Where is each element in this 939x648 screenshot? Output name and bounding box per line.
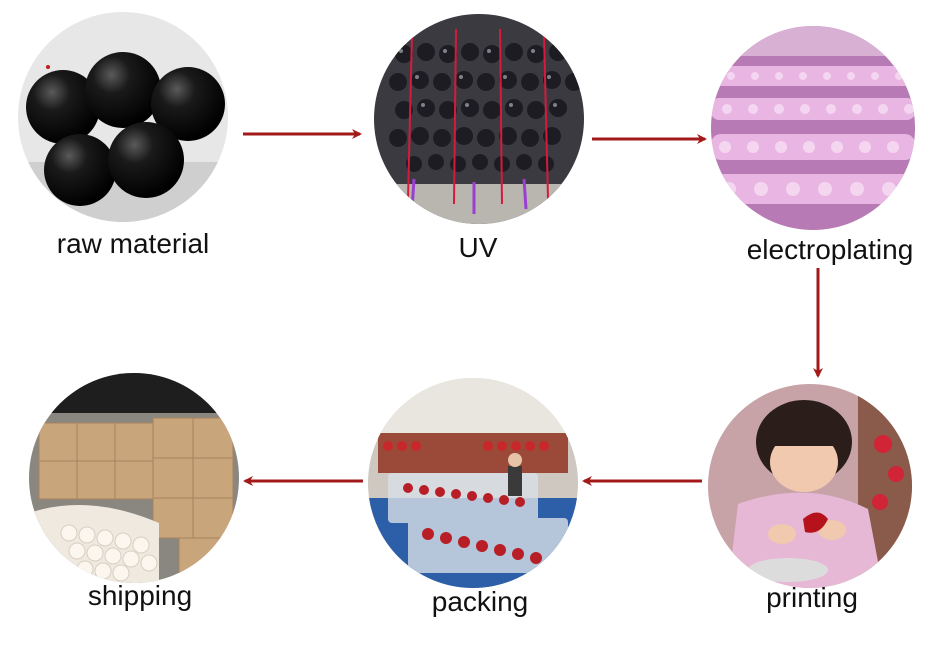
raw-material-photo bbox=[18, 12, 228, 222]
packing-photo bbox=[368, 378, 578, 588]
step-label-uv: UV bbox=[458, 232, 498, 263]
printing-photo bbox=[708, 384, 912, 588]
step-label-raw-material: raw material bbox=[56, 228, 210, 259]
uv-photo bbox=[374, 14, 584, 224]
step-label-shipping: shipping bbox=[87, 580, 193, 611]
shipping-photo bbox=[29, 373, 239, 583]
step-label-printing: printing bbox=[766, 582, 858, 613]
step-label-packing: packing bbox=[431, 586, 529, 617]
step-label-electroplating: electroplating bbox=[746, 234, 914, 265]
electroplating-photo bbox=[711, 26, 915, 230]
